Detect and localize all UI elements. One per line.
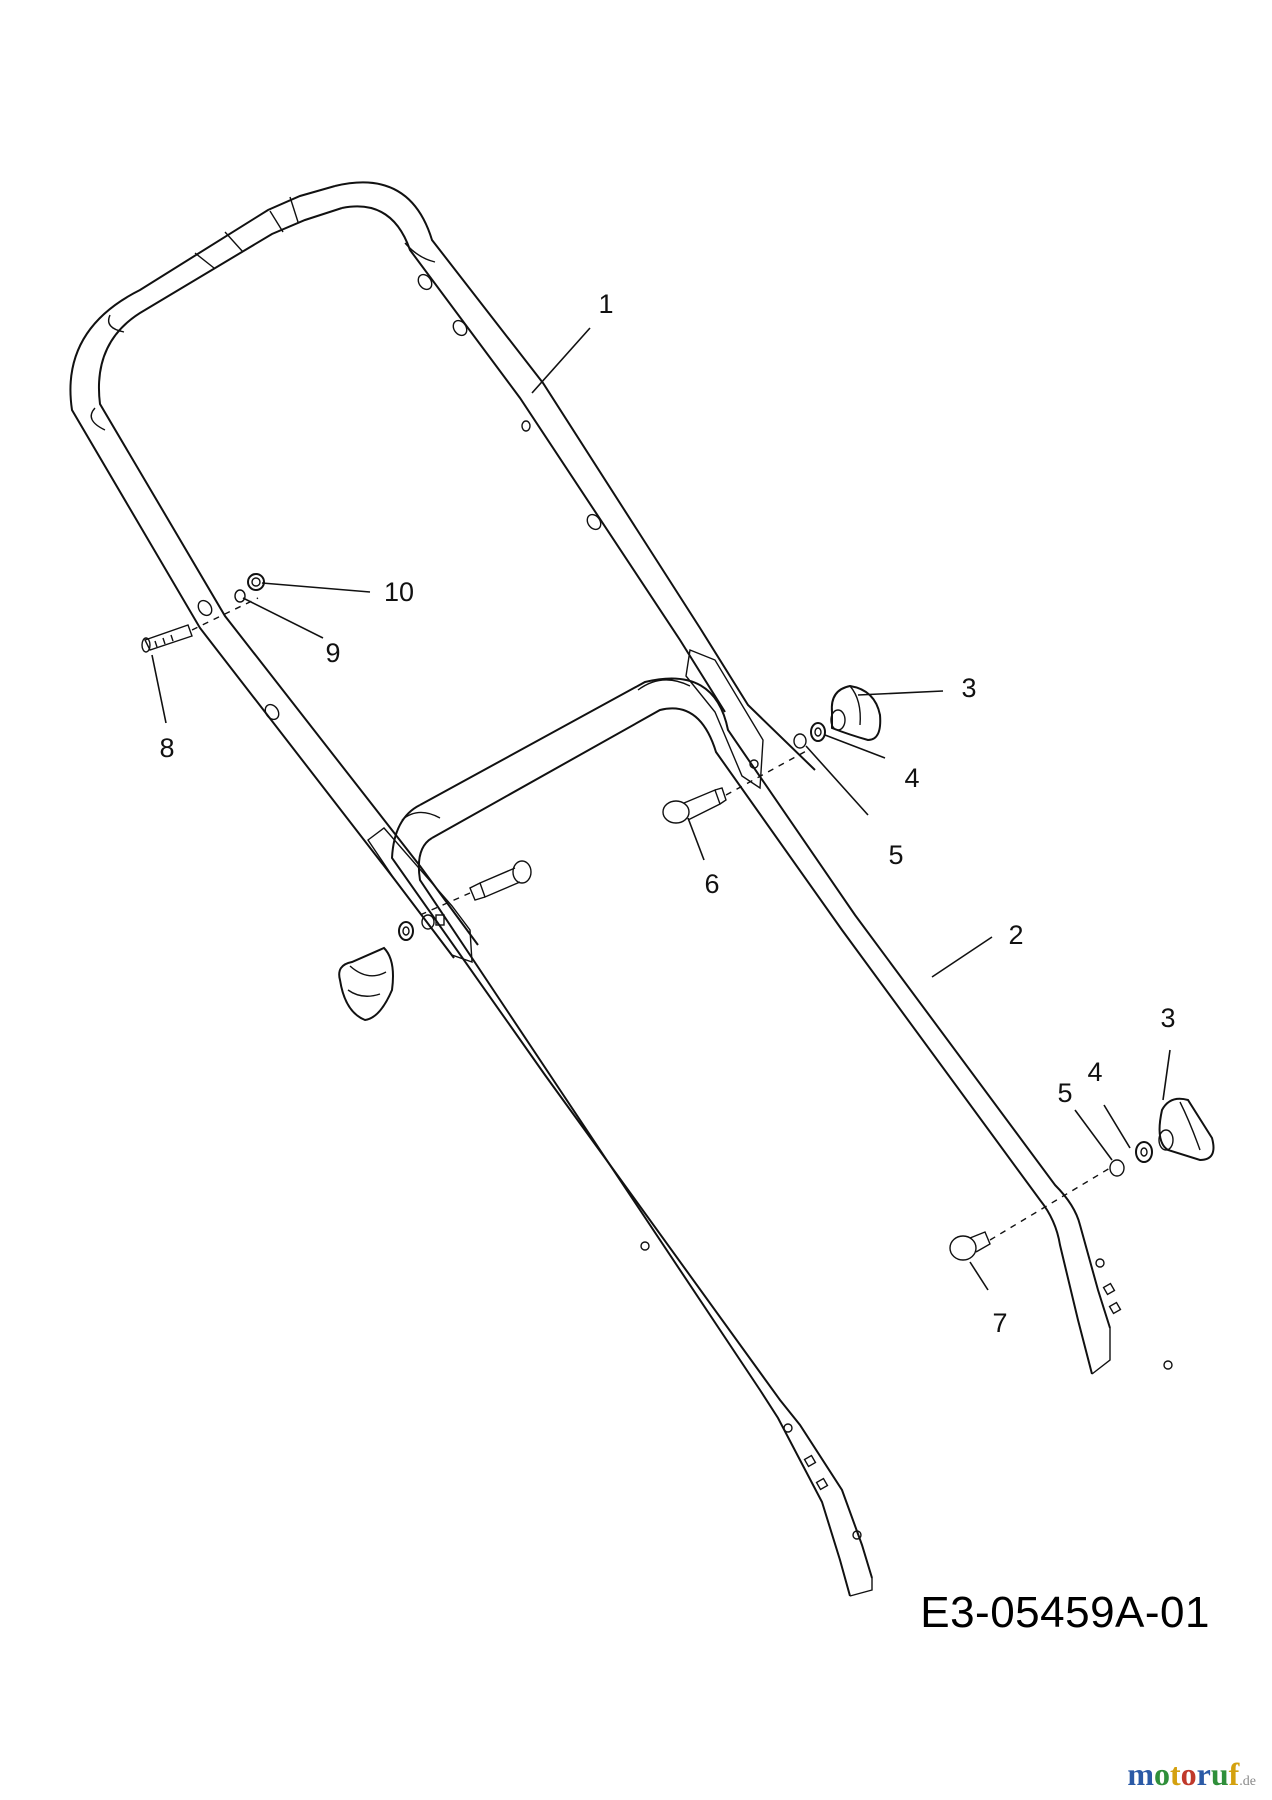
callout-carriage-bolt-middle: 6 (704, 869, 719, 899)
left-square-nut (435, 914, 445, 926)
watermark-letter: f (1228, 1756, 1240, 1792)
watermark-letter: m (1127, 1756, 1154, 1792)
callout-flat-washer-upper-right: 5 (888, 840, 903, 870)
watermark-letters: motoruf (1127, 1756, 1239, 1792)
flat-washer-left (421, 914, 435, 930)
callout-upper-handle: 1 (598, 289, 613, 319)
watermark-letter: o (1180, 1756, 1197, 1792)
callout-cable-tie-washer: 9 (325, 638, 340, 668)
watermark-letter: u (1210, 1756, 1229, 1792)
callout-cable-tie-nut: 10 (384, 577, 414, 607)
leader-lines (151, 327, 1171, 1291)
knob-lower-right (1158, 1097, 1215, 1162)
watermark-letter: t (1169, 1756, 1181, 1792)
carriage-bolt-middle (662, 787, 727, 824)
cable-tie-washer (234, 589, 246, 603)
callout-flat-washer-lower-right: 5 (1057, 1078, 1072, 1108)
carriage-bolt-lower (949, 1231, 991, 1261)
watermark-suffix: .de (1239, 1774, 1256, 1789)
watermark-letter: o (1153, 1756, 1170, 1792)
callout-knob-lower-right: 3 (1160, 1003, 1175, 1033)
callout-cable-tie-bolt: 8 (159, 733, 174, 763)
upper-handle (69, 181, 816, 964)
lower-handle (390, 677, 1173, 1597)
callout-knob-upper-right: 3 (961, 673, 976, 703)
knob-upper-right (830, 684, 882, 742)
watermark-logo: motoruf.de (1127, 1756, 1256, 1793)
middle-bolt-axis (725, 749, 809, 796)
watermark-letter: r (1196, 1756, 1211, 1792)
lock-washer-upper-right (810, 722, 826, 742)
drawing-code: E3-05459A-01 (920, 1588, 1210, 1637)
callout-washer-lower-right: 4 (1087, 1057, 1102, 1087)
cable-tie-bolt (141, 624, 193, 653)
flat-washer-upper-right (793, 733, 807, 749)
lock-washer-left (398, 921, 414, 941)
cable-tie-axis (191, 597, 259, 631)
lock-washer-lower-right (1135, 1141, 1153, 1163)
callout-lower-handle: 2 (1008, 920, 1023, 950)
callout-washer-upper-right: 4 (904, 763, 919, 793)
left-bolt-axis (419, 892, 471, 916)
cable-tie-nut (247, 573, 265, 591)
callout-carriage-bolt-lower: 7 (992, 1308, 1007, 1338)
knob-left (338, 946, 394, 1022)
carriage-bolt-left (469, 860, 532, 901)
flat-washer-lower-right (1109, 1159, 1125, 1177)
